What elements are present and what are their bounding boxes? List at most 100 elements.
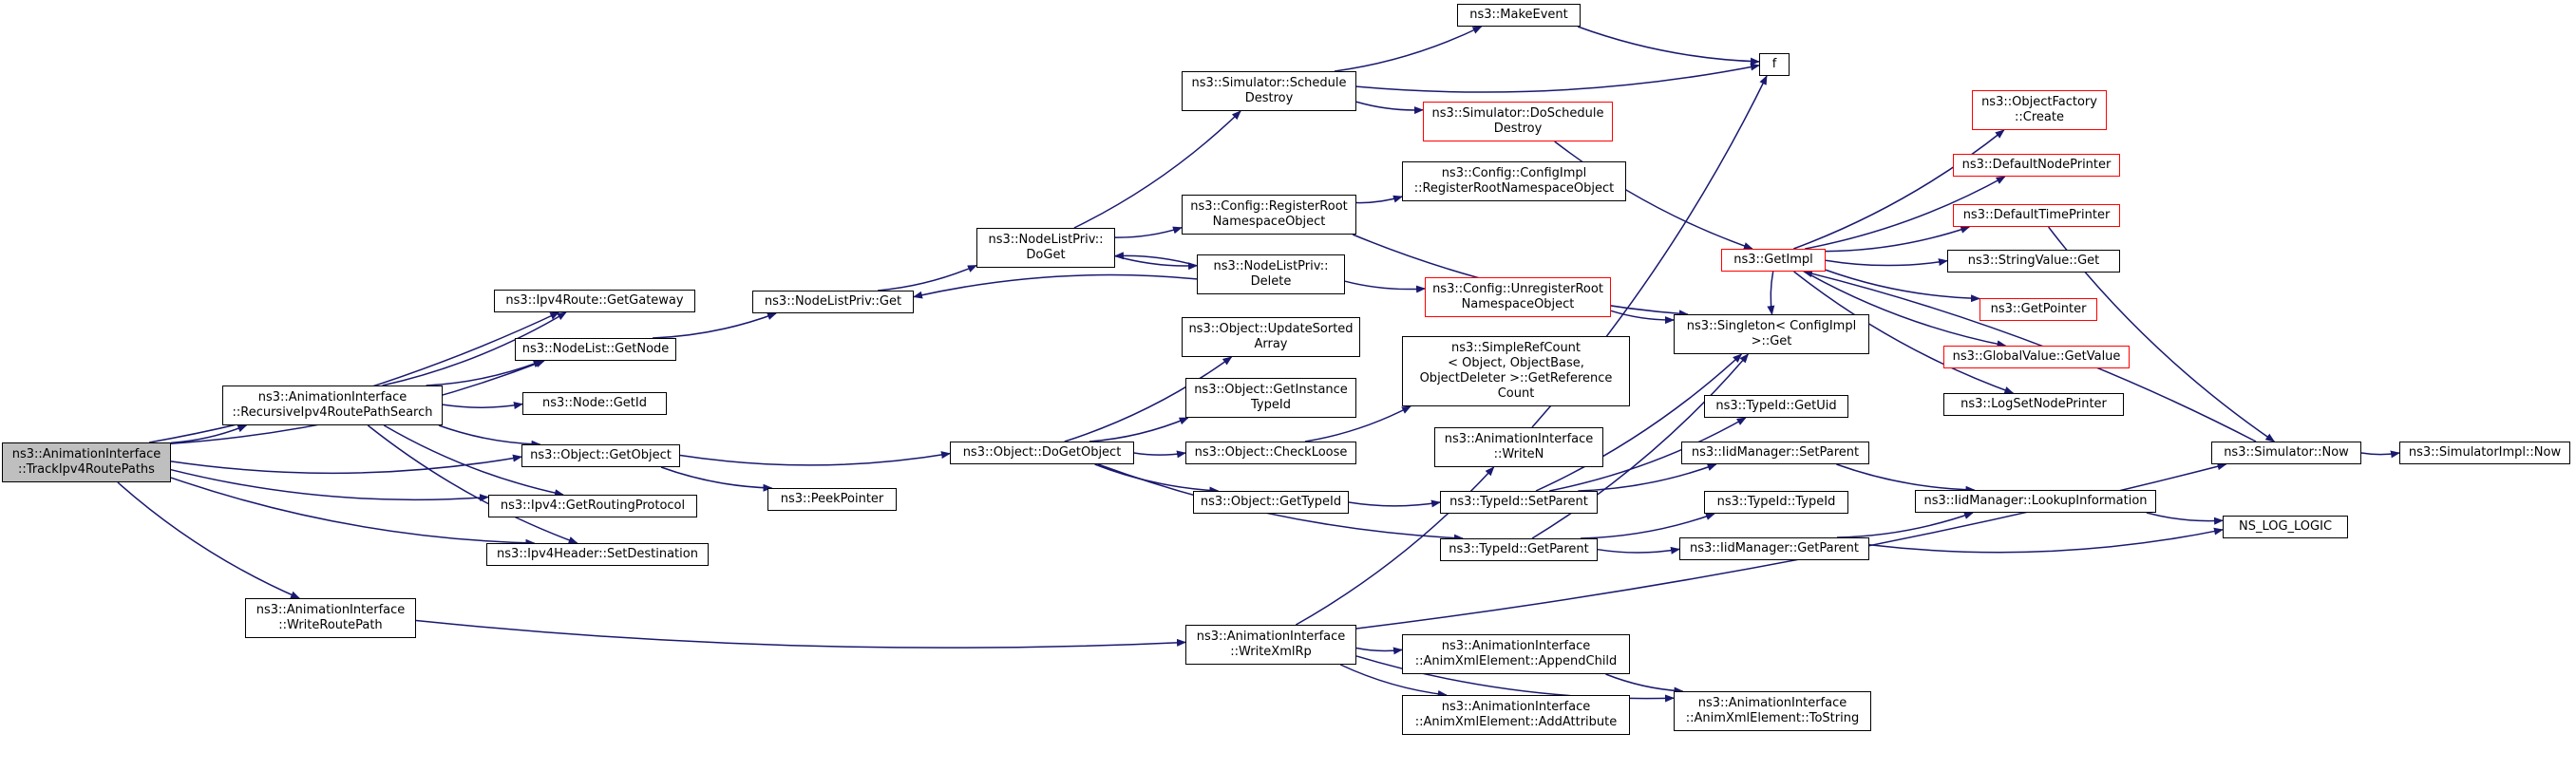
node-nodelist-getnode[interactable]: ns3::NodeList::GetNode bbox=[515, 338, 676, 361]
node-addattribute[interactable]: ns3::AnimationInterface ::AnimXmlElement… bbox=[1402, 695, 1630, 735]
edge-nlp-doget-to-register-root bbox=[1114, 226, 1183, 238]
edge-dogetobject-to-checkloose bbox=[1133, 450, 1186, 459]
edge-track-to-getroutingprotocol bbox=[170, 468, 489, 502]
node-writeroutepath[interactable]: ns3::AnimationInterface ::WriteRoutePath bbox=[245, 598, 416, 638]
edge-getobject-to-peekpointer bbox=[660, 466, 773, 492]
node-writen[interactable]: ns3::AnimationInterface ::WriteN bbox=[1434, 427, 1603, 467]
node-writexmlrp[interactable]: ns3::AnimationInterface ::WriteXmlRp bbox=[1185, 625, 1356, 665]
edge-recursive-to-setdestination bbox=[367, 424, 578, 544]
edge-writexmlrp-to-writen bbox=[1295, 466, 1495, 626]
edge-typeid-getparent-to-singleton-get bbox=[1531, 353, 1750, 539]
edge-writexmlrp-to-appendchild bbox=[1355, 647, 1403, 655]
edge-writexmlrp-to-tostring bbox=[1355, 655, 1675, 703]
node-getobject[interactable]: ns3::Object::GetObject bbox=[521, 444, 680, 467]
node-simulatorimpl-now[interactable]: ns3::SimulatorImpl::Now bbox=[2399, 442, 2570, 464]
edge-typeid-getparent-to-typeid-typeid bbox=[1581, 513, 1715, 539]
edge-getimpl-to-defaulttimeprinter bbox=[1825, 226, 1971, 253]
node-setdestination[interactable]: ns3::Ipv4Header::SetDestination bbox=[486, 543, 709, 566]
node-getroutingprotocol[interactable]: ns3::Ipv4::GetRoutingProtocol bbox=[488, 495, 697, 517]
edge-typeid-setparent-to-singleton-get bbox=[1535, 353, 1743, 492]
edge-checkloose-to-simplerefcount bbox=[1304, 405, 1411, 442]
edge-iid-getparent-to-lookupinformation bbox=[1836, 512, 1974, 538]
edge-obj-gettypeid-to-typeid-setparent bbox=[1348, 499, 1441, 508]
edge-getobject-to-dogetobject bbox=[679, 451, 951, 466]
node-defaultnodeprinter[interactable]: ns3::DefaultNodePrinter bbox=[1953, 154, 2120, 177]
edge-nlp-doget-to-sched-destroy bbox=[1073, 110, 1241, 229]
node-iid-getparent[interactable]: ns3::IidManager::GetParent bbox=[1679, 537, 1869, 560]
node-nlp-get[interactable]: ns3::NodeListPriv::Get bbox=[752, 291, 914, 313]
node-checkloose[interactable]: ns3::Object::CheckLoose bbox=[1185, 442, 1356, 464]
edge-sched-destroy-to-doschedule-destroy bbox=[1355, 101, 1424, 115]
node-unregister-root[interactable]: ns3::Config::UnregisterRoot NamespaceObj… bbox=[1425, 277, 1611, 317]
edge-recursive-to-nodelist-getnode bbox=[426, 360, 543, 386]
edge-sched-destroy-to-makeevent bbox=[1334, 26, 1483, 72]
edge-getimpl-to-singleton-get bbox=[1767, 271, 1775, 315]
node-lookupinformation[interactable]: ns3::IidManager::LookupInformation bbox=[1915, 490, 2156, 513]
node-singleton-get[interactable]: ns3::Singleton< ConfigImpl >::Get bbox=[1674, 314, 1869, 354]
edge-track-to-setdestination bbox=[170, 477, 536, 547]
node-track: ns3::AnimationInterface ::TrackIpv4Route… bbox=[2, 442, 171, 482]
edge-getimpl-to-defaultnodeprinter bbox=[1805, 176, 2006, 250]
edge-appendchild-to-tostring bbox=[1605, 673, 1684, 695]
edge-getimpl-to-globalvalue-getvalue bbox=[1804, 271, 2007, 348]
node-f[interactable]: f bbox=[1759, 53, 1790, 76]
edge-iid-setparent-to-lookupinformation bbox=[1836, 463, 1976, 494]
edge-dogetobject-to-update-sorted bbox=[1064, 356, 1233, 442]
edge-getimpl-to-logsetnodeprinter bbox=[1793, 271, 2015, 394]
edge-doschedule-destroy-to-getimpl bbox=[1554, 141, 1753, 250]
node-globalvalue-getvalue[interactable]: ns3::GlobalValue::GetValue bbox=[1943, 346, 2130, 368]
node-logsetnodeprinter[interactable]: ns3::LogSetNodePrinter bbox=[1943, 393, 2124, 416]
node-defaulttimeprinter[interactable]: ns3::DefaultTimePrinter bbox=[1953, 204, 2120, 227]
node-update-sorted[interactable]: ns3::Object::UpdateSorted Array bbox=[1182, 317, 1360, 357]
edge-iid-getparent-to-ns-log-logic bbox=[1868, 527, 2224, 554]
node-ns-log-logic[interactable]: NS_LOG_LOGIC bbox=[2223, 516, 2348, 538]
node-recursive[interactable]: ns3::AnimationInterface ::RecursiveIpv4R… bbox=[222, 386, 443, 425]
node-dogetobject[interactable]: ns3::Object::DoGetObject bbox=[950, 442, 1134, 464]
node-getpointer[interactable]: ns3::GetPointer bbox=[1979, 298, 2097, 321]
edge-recursive-to-getobject bbox=[438, 424, 541, 448]
node-getgateway[interactable]: ns3::Ipv4Route::GetGateway bbox=[494, 290, 695, 312]
edge-writexmlrp-to-addattribute bbox=[1339, 664, 1448, 698]
edge-recursive-to-node-getid bbox=[442, 402, 523, 409]
node-configimpl-register[interactable]: ns3::Config::ConfigImpl ::RegisterRootNa… bbox=[1402, 161, 1626, 201]
edge-writeroutepath-to-writexmlrp bbox=[415, 619, 1186, 649]
edge-makeevent-to-f bbox=[1577, 26, 1760, 66]
node-iid-setparent[interactable]: ns3::IidManager::SetParent bbox=[1681, 442, 1869, 464]
edge-dogetobject-to-typeid-getparent bbox=[1097, 463, 1464, 542]
node-register-root[interactable]: ns3::Config::RegisterRoot NamespaceObjec… bbox=[1182, 195, 1356, 235]
node-getimpl[interactable]: ns3::GetImpl bbox=[1721, 249, 1826, 272]
edge-track-to-getobject bbox=[170, 454, 522, 475]
edge-track-to-writeroutepath bbox=[117, 481, 301, 599]
node-sched-destroy[interactable]: ns3::Simulator::Schedule Destroy bbox=[1182, 71, 1356, 111]
edge-dogetobject-to-obj-gettypeid bbox=[1094, 463, 1220, 495]
node-appendchild[interactable]: ns3::AnimationInterface ::AnimXmlElement… bbox=[1402, 634, 1630, 674]
node-makeevent[interactable]: ns3::MakeEvent bbox=[1457, 4, 1581, 27]
node-doschedule-destroy[interactable]: ns3::Simulator::DoSchedule Destroy bbox=[1423, 102, 1613, 141]
node-simulator-now[interactable]: ns3::Simulator::Now bbox=[2211, 442, 2361, 464]
node-stringvalue-get[interactable]: ns3::StringValue::Get bbox=[1947, 250, 2120, 273]
node-getinstance-typeid[interactable]: ns3::Object::GetInstance TypeId bbox=[1185, 378, 1356, 418]
edge-nodelist-getnode-to-nlp-get bbox=[652, 312, 777, 339]
call-edges bbox=[117, 26, 2400, 703]
edge-track-to-recursive bbox=[170, 424, 248, 444]
edge-nlp-delete-to-unregister-root bbox=[1344, 280, 1426, 293]
node-objectfactory-create[interactable]: ns3::ObjectFactory ::Create bbox=[1972, 90, 2107, 130]
edge-unregister-root-to-singleton-get bbox=[1610, 310, 1675, 325]
edge-getimpl-to-stringvalue-get bbox=[1825, 258, 1948, 267]
node-simplerefcount[interactable]: ns3::SimpleRefCount < Object, ObjectBase… bbox=[1402, 336, 1630, 406]
edge-simulator-now-to-getimpl bbox=[1802, 270, 2257, 442]
node-tostring[interactable]: ns3::AnimationInterface ::AnimXmlElement… bbox=[1674, 691, 1871, 731]
edge-recursive-to-getgateway bbox=[382, 311, 567, 386]
edge-typeid-setparent-to-typeid-getuid bbox=[1549, 417, 1747, 492]
node-peekpointer[interactable]: ns3::PeekPointer bbox=[767, 488, 897, 511]
node-typeid-setparent[interactable]: ns3::TypeId::SetParent bbox=[1440, 491, 1598, 514]
node-nlp-doget[interactable]: ns3::NodeListPriv:: DoGet bbox=[976, 228, 1115, 268]
node-nlp-delete[interactable]: ns3::NodeListPriv:: Delete bbox=[1197, 254, 1345, 294]
edge-simulator-now-to-simulatorimpl-now bbox=[2360, 450, 2400, 459]
edge-nlp-delete-to-nlp-doget bbox=[1114, 252, 1198, 267]
node-node-getid[interactable]: ns3::Node::GetId bbox=[522, 392, 667, 415]
node-obj-gettypeid[interactable]: ns3::Object::GetTypeId bbox=[1193, 491, 1349, 514]
node-typeid-getuid[interactable]: ns3::TypeId::GetUid bbox=[1704, 395, 1848, 418]
node-typeid-typeid[interactable]: ns3::TypeId::TypeId bbox=[1704, 491, 1848, 514]
node-typeid-getparent[interactable]: ns3::TypeId::GetParent bbox=[1440, 538, 1598, 561]
